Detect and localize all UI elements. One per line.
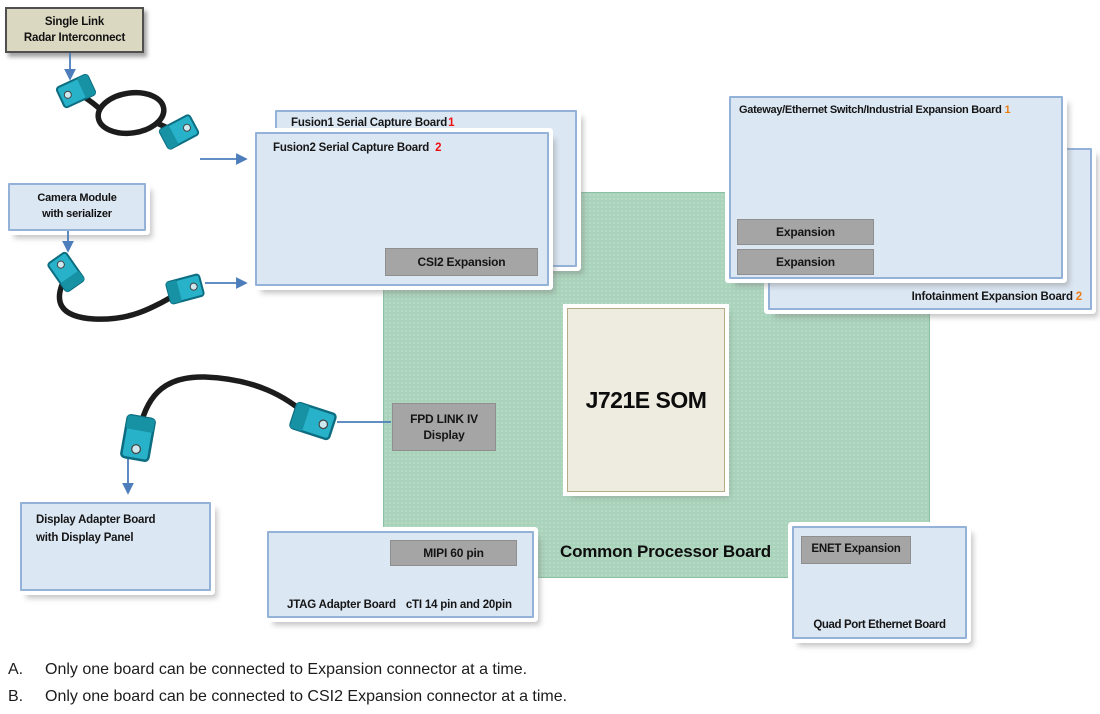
radar-box-line2: Radar Interconnect	[23, 32, 126, 44]
footnote-b-label: B.	[8, 688, 24, 705]
fakra-connector	[119, 413, 157, 463]
jtag-board-name: JTAG Adapter Board	[287, 599, 396, 611]
footnote-a-text: Only one board can be connected to Expan…	[45, 661, 528, 678]
csi2-expansion-connector: CSI2 Expansion	[385, 248, 538, 276]
fusion2-number: 2	[435, 142, 442, 154]
j721e-som-box: J721E SOM	[567, 308, 725, 492]
expansion-connector-1-label: Expansion	[776, 224, 835, 239]
camera-box-line2: with serializer	[42, 208, 112, 220]
fusion2-title: Fusion2 Serial Capture Board 2	[273, 142, 441, 154]
display-adapter-line1: Display Adapter Board	[36, 514, 156, 526]
fakra-connector	[157, 113, 201, 151]
single-link-radar-interconnect-box: Single Link Radar Interconnect	[5, 7, 144, 53]
gateway-title-text: Gateway/Ethernet Switch/Industrial Expan…	[739, 104, 1002, 116]
mipi-60-pin-label: MIPI 60 pin	[423, 545, 484, 560]
expansion-connector-1: Expansion	[737, 219, 874, 245]
fusion2-title-text: Fusion2 Serial Capture Board	[273, 142, 433, 154]
camera-module-box: Camera Module with serializer	[8, 183, 146, 231]
camera-box-line1: Camera Module	[37, 192, 117, 205]
display-adapter-title: Display Adapter Board with Display Panel	[36, 512, 156, 548]
infotainment-number: 2	[1075, 291, 1082, 303]
fakra-connector	[46, 250, 86, 294]
quad-port-title: Quad Port Ethernet Board	[813, 619, 946, 631]
camera-coax-cable	[46, 250, 206, 322]
footnote-b: B. Only one board can be connected to CSI…	[8, 683, 567, 710]
enet-expansion-connector: ENET Expansion	[801, 536, 911, 564]
jtag-title: JTAG Adapter Board cTI 14 pin and 20pin	[287, 599, 512, 611]
jtag-pins-label: cTI 14 pin and 20pin	[405, 599, 512, 611]
expansion-connector-2: Expansion	[737, 249, 874, 275]
gateway-title: Gateway/Ethernet Switch/Industrial Expan…	[739, 104, 1011, 116]
fusion1-title-text: Fusion1 Serial Capture Board	[291, 117, 448, 129]
fakra-connector	[164, 272, 206, 306]
radar-coax-cable	[54, 72, 201, 151]
gateway-ethernet-switch-industrial-expansion-board: Gateway/Ethernet Switch/Industrial Expan…	[729, 96, 1063, 279]
mipi-60-pin-connector: MIPI 60 pin	[390, 540, 517, 566]
footnote-b-text: Only one board can be connected to CSI2 …	[45, 688, 568, 705]
fpd-link-iv-display-connector: FPD LINK IV Display	[392, 403, 496, 451]
fakra-connector	[288, 400, 338, 442]
display-coax-cable	[119, 374, 338, 463]
fusion1-number: 1	[448, 117, 455, 129]
gateway-number: 1	[1004, 104, 1011, 116]
infotainment-title-text: Infotainment Expansion Board	[911, 291, 1073, 303]
csi2-expansion-label: CSI2 Expansion	[417, 254, 506, 269]
footnote-a: A. Only one board can be connected to Exp…	[8, 656, 567, 683]
footnotes: A. Only one board can be connected to Exp…	[8, 656, 567, 710]
radar-box-line1: Single Link	[44, 15, 105, 28]
display-adapter-line2: with Display Panel	[36, 531, 134, 544]
fpd-line1: FPD LINK IV	[410, 411, 478, 426]
footnote-a-label: A.	[8, 661, 24, 678]
enet-expansion-label: ENET Expansion	[811, 543, 901, 556]
j721e-som-label: J721E SOM	[585, 386, 707, 413]
common-processor-board-label: Common Processor Board	[560, 542, 771, 561]
display-adapter-board: Display Adapter Board with Display Panel	[20, 502, 211, 591]
fpd-line2: Display	[423, 428, 465, 442]
fusion1-title: Fusion1 Serial Capture Board1	[291, 117, 454, 129]
fakra-connector	[54, 72, 98, 110]
expansion-connector-2-label: Expansion	[776, 254, 835, 269]
